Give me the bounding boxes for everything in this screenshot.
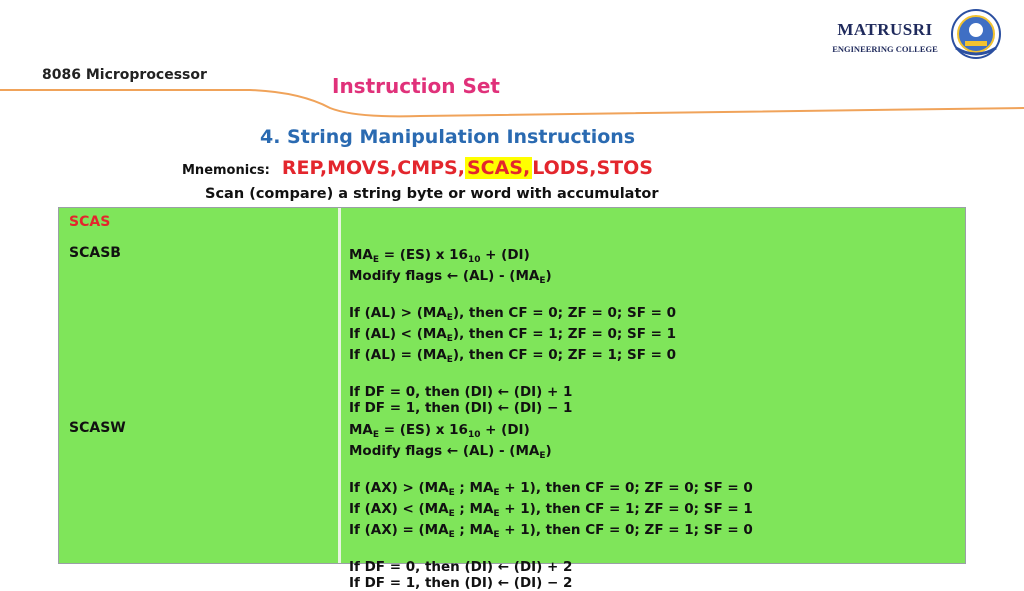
code-text: + 1), then CF = 0; ZF = 0; SF = 0 (499, 480, 753, 496)
code-text: If DF = 1, then (DI) ← (DI) − 1 (349, 400, 573, 416)
code-text: = (ES) x 16 (379, 422, 468, 438)
code-line (349, 368, 676, 384)
subscript: E (448, 530, 455, 540)
mnemonic-cmps: CMPS, (397, 157, 465, 179)
code-line: If DF = 1, then (DI) ← (DI) − 1 (349, 400, 676, 416)
code-text: If DF = 0, then (DI) ← (DI) + 1 (349, 384, 573, 400)
code-text: If (AX) = (MA (349, 522, 449, 538)
subscript: E (493, 488, 500, 498)
subscript: E (446, 355, 453, 365)
code-text: If (AL) = (MA (349, 347, 447, 363)
subscript: E (446, 313, 453, 323)
code-text: If (AL) < (MA (349, 326, 447, 342)
subscript: E (446, 334, 453, 344)
code-line (349, 464, 753, 480)
code-line (349, 543, 753, 559)
college-logo-icon (951, 9, 1001, 59)
course-title: 8086 Microprocessor (42, 67, 207, 83)
code-line: If DF = 1, then (DI) ← (DI) − 2 (349, 575, 753, 591)
code-text: Modify flags ← (AL) - (MA (349, 268, 540, 284)
code-line: MAE = (ES) x 1610 + (DI) (349, 247, 676, 268)
code-line: If (AX) > (MAE ; MAE + 1), then CF = 0; … (349, 480, 753, 501)
subscript: 10 (467, 430, 481, 440)
instruction-description: Scan (compare) a string byte or word wit… (205, 186, 659, 202)
college-subtitle: ENGINEERING COLLEGE (832, 44, 938, 54)
subscript: E (493, 509, 500, 519)
mnemonics-row: Mnemonics: REP, MOVS, CMPS, SCAS, LODS, … (182, 157, 653, 179)
scasw-description: MAE = (ES) x 1610 + (DI)Modify flags ← (… (349, 422, 753, 591)
code-line: If (AX) < (MAE ; MAE + 1), then CF = 1; … (349, 501, 753, 522)
slide-title: Instruction Set (332, 74, 500, 98)
code-text: If DF = 1, then (DI) ← (DI) − 2 (349, 575, 573, 591)
code-text: ; MA (454, 480, 494, 496)
code-line: If DF = 0, then (DI) ← (DI) + 2 (349, 559, 753, 575)
code-text: = (ES) x 16 (379, 247, 468, 263)
code-text: ), then CF = 1; ZF = 0; SF = 1 (452, 326, 677, 342)
subscript: E (539, 451, 546, 461)
code-line: If (AL) > (MAE), then CF = 0; ZF = 0; SF… (349, 305, 676, 326)
code-text: ; MA (454, 522, 494, 538)
mnemonic-lods: LODS, (532, 157, 597, 179)
code-line: If (AX) = (MAE ; MAE + 1), then CF = 0; … (349, 522, 753, 543)
subscript: E (448, 488, 455, 498)
code-line: Modify flags ← (AL) - (MAE) (349, 443, 753, 464)
table-header-scas: SCAS (69, 214, 111, 230)
code-line: If (AL) < (MAE), then CF = 1; ZF = 0; SF… (349, 326, 676, 347)
subscript: E (372, 255, 380, 265)
code-text: If (AX) < (MA (349, 501, 449, 517)
code-text: ), then CF = 0; ZF = 1; SF = 0 (452, 347, 677, 363)
code-text: Modify flags ← (AL) - (MA (349, 443, 540, 459)
code-line: If (AL) = (MAE), then CF = 0; ZF = 1; SF… (349, 347, 676, 368)
row-label-scasw: SCASW (69, 420, 126, 436)
code-text: ) (545, 443, 552, 459)
row-label-scasb: SCASB (69, 245, 121, 261)
code-line: MAE = (ES) x 1610 + (DI) (349, 422, 753, 443)
code-line (349, 289, 676, 305)
code-text: MA (349, 422, 373, 438)
scasb-description: MAE = (ES) x 1610 + (DI)Modify flags ← (… (349, 247, 676, 416)
subscript: E (539, 276, 546, 286)
mnemonic-movs: MOVS, (327, 157, 398, 179)
mnemonic-stos: STOS (596, 157, 653, 179)
scas-table: SCAS SCASB MAE = (ES) x 1610 + (DI)Modif… (58, 207, 966, 591)
header-divider-curve (0, 89, 1024, 118)
code-text: ; MA (454, 501, 494, 517)
code-text: + 1), then CF = 1; ZF = 0; SF = 1 (499, 501, 753, 517)
code-text: If DF = 0, then (DI) ← (DI) + 2 (349, 559, 573, 575)
code-text: + 1), then CF = 0; ZF = 1; SF = 0 (499, 522, 753, 538)
code-text: If (AX) > (MA (349, 480, 449, 496)
college-name: MATRUSRI (837, 20, 933, 39)
code-line: If DF = 0, then (DI) ← (DI) + 1 (349, 384, 676, 400)
column-divider (338, 208, 341, 563)
subscript: E (372, 430, 380, 440)
code-text: + (DI) (480, 247, 530, 263)
subscript: E (493, 530, 500, 540)
college-brand: MATRUSRI ENGINEERING COLLEGE (820, 20, 950, 54)
code-text: ) (545, 268, 552, 284)
code-text: If (AL) > (MA (349, 305, 447, 321)
mnemonic-scas-highlighted: SCAS, (464, 157, 533, 179)
code-line: Modify flags ← (AL) - (MAE) (349, 268, 676, 289)
subscript: 10 (467, 255, 481, 265)
code-text: ), then CF = 0; ZF = 0; SF = 0 (452, 305, 677, 321)
mnemonics-label: Mnemonics: (182, 163, 270, 178)
subscript: E (448, 509, 455, 519)
code-text: MA (349, 247, 373, 263)
code-text: + (DI) (480, 422, 530, 438)
mnemonic-rep: REP, (281, 157, 328, 179)
section-title: 4. String Manipulation Instructions (260, 126, 636, 148)
